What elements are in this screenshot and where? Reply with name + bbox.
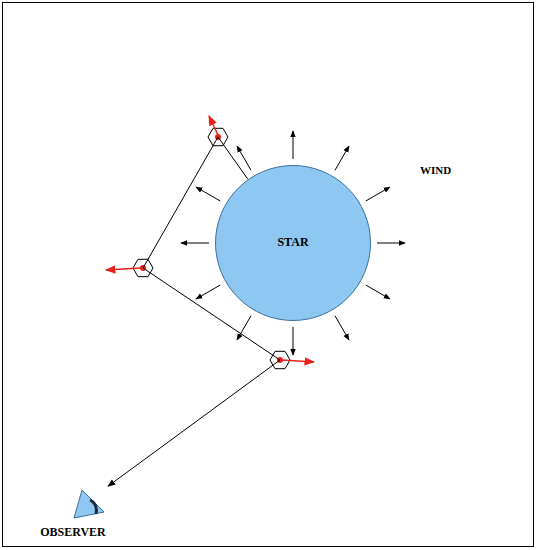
observer-triangle [74, 490, 104, 518]
observer-eye [38, 484, 108, 526]
wind-arrow [237, 146, 251, 170]
wind-arrow [377, 243, 405, 244]
wind-arrow [196, 285, 220, 299]
observer-arc [90, 500, 96, 514]
hexagon [208, 128, 228, 145]
wind-arrow [196, 187, 220, 201]
scattering-sites [106, 116, 314, 369]
wind-region: STAR WIND [95, 25, 500, 450]
velocity-arrow [282, 360, 314, 362]
velocity-arrow [106, 268, 141, 270]
observer-node: OBSERVER [38, 484, 108, 540]
star-label: STAR [277, 236, 308, 250]
velocity-arrow [209, 116, 218, 135]
wind-arrow [335, 146, 349, 170]
wind-arrow [237, 316, 251, 340]
observer-label: OBSERVER [38, 526, 108, 540]
wind-arrows [181, 131, 405, 355]
star-circle: STAR [215, 165, 371, 321]
region-label: WIND [420, 164, 451, 177]
wind-arrow [181, 243, 209, 244]
wind-arrow [293, 327, 294, 355]
wind-arrow [366, 285, 390, 299]
wind-arrow [293, 131, 294, 159]
wind-shape [97, 30, 494, 442]
wind-arrow [366, 187, 390, 201]
wind-arrow [335, 316, 349, 340]
frame [3, 3, 534, 547]
